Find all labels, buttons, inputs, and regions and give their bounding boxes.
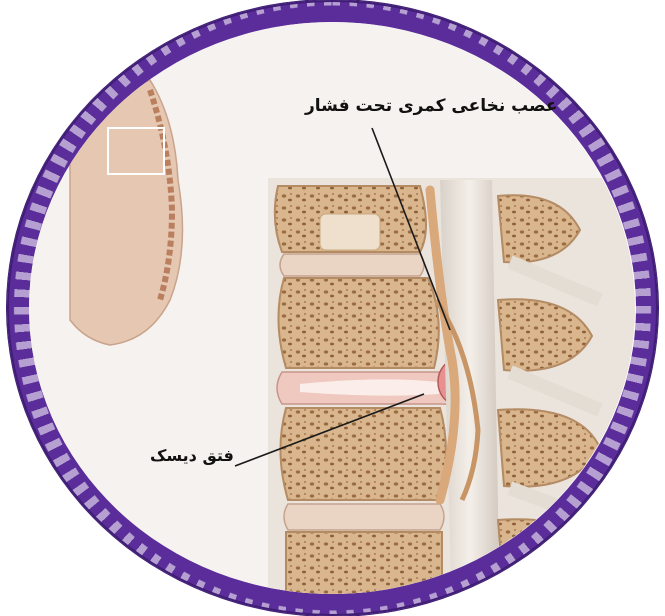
herniated-disc-label: فتق دیسک	[150, 446, 234, 465]
torso-overview	[70, 80, 183, 345]
lumbar-spine-cross-section	[268, 178, 648, 616]
middle-vertebra	[278, 278, 438, 368]
upper-disc	[280, 254, 424, 276]
compressed-nerve-label: عصب نخاعی کمری تحت فشار	[305, 96, 558, 116]
lower-vertebra	[280, 408, 446, 500]
